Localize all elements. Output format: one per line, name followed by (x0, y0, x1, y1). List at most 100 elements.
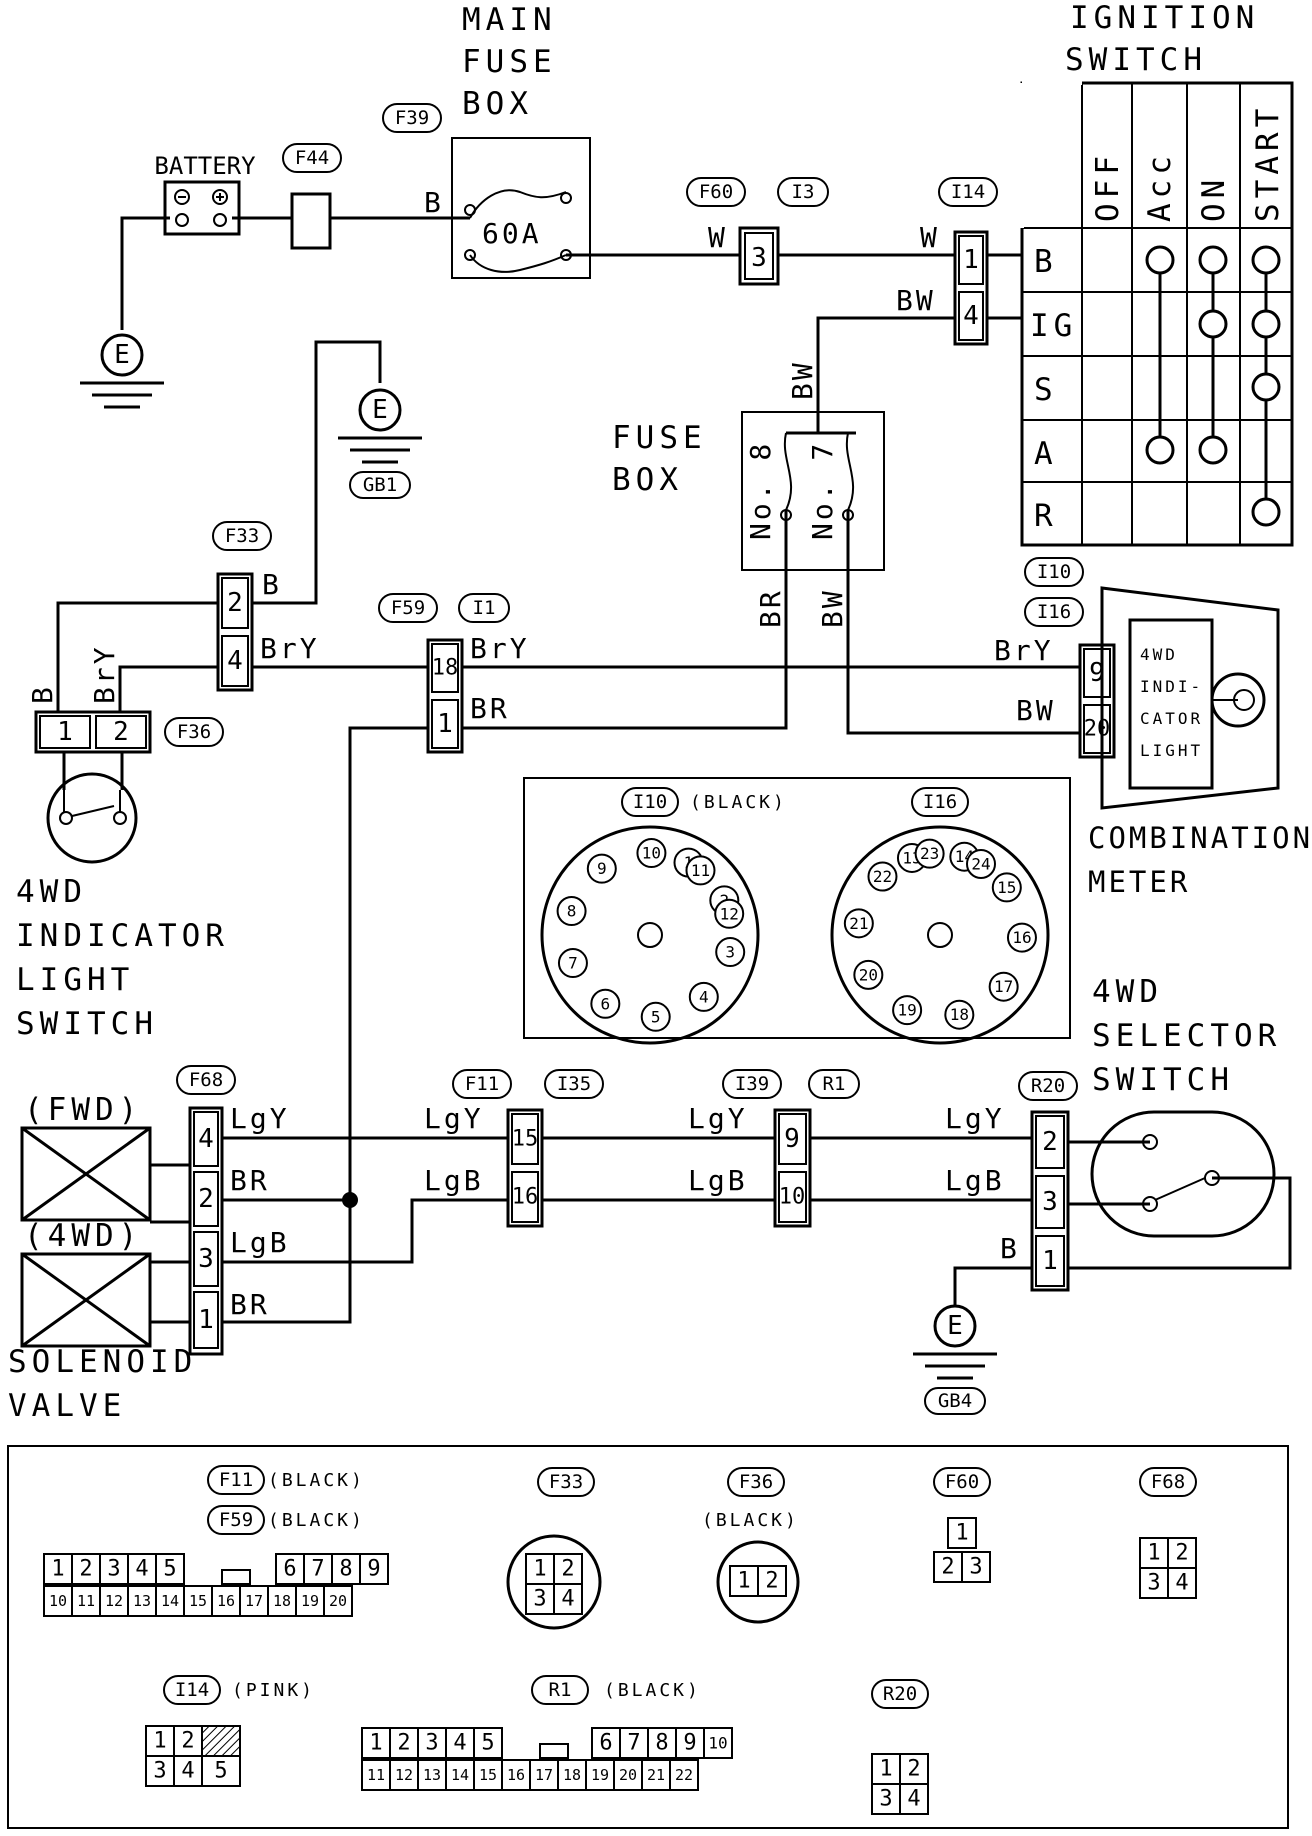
solenoid-valve: (FWD) (4WD) SOLENOID VALVE (8, 1092, 197, 1424)
svg-text:8: 8 (567, 902, 577, 921)
f33-pin-2: 2 (227, 588, 243, 618)
solenoid-4wd-label: (4WD) (24, 1218, 142, 1254)
svg-text:17: 17 (994, 977, 1013, 996)
inline-connectors: 3 1 4 2 4 1 2 18 1 9 20 4 2 3 1 15 16 9 … (34, 226, 1116, 1356)
connector-views: (BLACK) (BLACK) (BLACK) (PINK) (BLACK) F… (7, 1445, 1289, 1829)
f11-view-note: (BLACK) (268, 1470, 365, 1491)
pin-label: 3 (107, 1557, 120, 1582)
tag-view-r20: R20 (871, 1679, 929, 1709)
i10-face (540, 825, 760, 1045)
connector-f36 (34, 710, 152, 754)
pin-label: 1 (737, 1569, 750, 1594)
svg-text:F59: F59 (219, 1509, 253, 1531)
connector-f68 (188, 1106, 224, 1356)
ground-symbol: E (372, 395, 388, 425)
pin-label: 4 (135, 1557, 148, 1582)
wc-lgb-i39: LgB (688, 1164, 748, 1197)
pin-label: 4 (181, 1759, 194, 1784)
pin-label: 3 (969, 1555, 982, 1580)
f36-view-note: (BLACK) (702, 1510, 799, 1531)
svg-text:20: 20 (859, 965, 878, 984)
indicator-light-label-2: INDI- (1140, 677, 1203, 696)
pin-label: 1 (955, 1521, 968, 1546)
meter-pin: 9 (586, 853, 617, 884)
fuse-box-label-1: FUSE (612, 420, 707, 456)
ign-pos-acc: Acc (1142, 151, 1178, 222)
pin-label: 19 (591, 1766, 609, 1784)
f59-pin-1: 1 (437, 709, 453, 739)
f68-pin-4: 4 (198, 1124, 214, 1154)
fuse-box-label-2: BOX (612, 462, 683, 498)
pin-label: 12 (105, 1592, 123, 1610)
indicator-light-label-1: 4WD (1140, 645, 1178, 664)
pin-label: 18 (563, 1766, 581, 1784)
wc-br-f68-2: BR (230, 1164, 270, 1197)
ignition-grid (1020, 81, 1294, 547)
svg-text:6: 6 (601, 994, 611, 1013)
ground-tag: GB1 (363, 474, 397, 496)
ground-tag: GB4 (938, 1390, 972, 1412)
tag-i35: I35 (544, 1069, 604, 1099)
solenoid-fwd-label: (FWD) (24, 1092, 142, 1128)
pin-label: 4 (561, 1587, 574, 1612)
svg-text:24: 24 (971, 854, 990, 873)
pin-label: 4 (1175, 1571, 1188, 1596)
connector-f59 (426, 638, 464, 754)
meter-pin: 24 (966, 848, 996, 879)
ign-term-ig: IG (1030, 308, 1077, 344)
r20-pin-3: 3 (1042, 1187, 1058, 1217)
svg-text:F11: F11 (465, 1073, 499, 1095)
pin-label: 2 (181, 1729, 194, 1754)
indicator-switch-body (46, 772, 138, 864)
ign-term-a: A (1034, 436, 1058, 472)
meter-pin: 16 (1006, 922, 1037, 953)
fuse-no7-link (845, 432, 855, 511)
pin-label: 9 (683, 1731, 696, 1756)
ign-term-b: B (1034, 244, 1058, 280)
svg-text:I39: I39 (735, 1073, 769, 1095)
pin-label: 2 (1175, 1541, 1188, 1566)
meter-label-2: METER (1088, 865, 1190, 899)
pin-label: 3 (1147, 1571, 1160, 1596)
i14-view-note: (PINK) (232, 1680, 315, 1701)
connector-meter (1078, 643, 1116, 759)
ign-term-r: R (1034, 498, 1058, 534)
solenoid-4wd-box (20, 1252, 152, 1348)
main-fuse-box: MAIN FUSE BOX 60A (451, 2, 591, 279)
pin-label: 1 (879, 1757, 892, 1782)
main-fuse-label-1: MAIN (462, 2, 557, 38)
ignition-switch: IGNITION SWITCH OFF Acc ON START B IG S … (1020, 0, 1294, 547)
connector-r20 (1030, 1110, 1070, 1292)
svg-text:10: 10 (642, 844, 661, 863)
svg-text:I1: I1 (473, 597, 496, 619)
svg-text:3: 3 (725, 943, 735, 962)
pin-label: 11 (77, 1592, 95, 1610)
battery-label: BATTERY (154, 152, 256, 180)
wire-bw-fuse7-meter (846, 510, 1080, 735)
solenoid-label-1: SOLENOID (8, 1344, 197, 1380)
indicator-switch-label-1: 4WD (16, 874, 87, 910)
pin-label: 20 (619, 1766, 637, 1784)
pin-label: 3 (879, 1787, 892, 1812)
tag-view-f33: F33 (537, 1467, 595, 1497)
meter-pin: 6 (590, 988, 621, 1019)
blanked-cavity (201, 1725, 241, 1757)
meter-pin: 3 (715, 937, 746, 968)
meter-pin: 17 (988, 971, 1019, 1002)
wc-bry-meter: BrY (994, 634, 1054, 667)
svg-text:F44: F44 (295, 147, 329, 169)
wire-bw-i14-fusebox (816, 316, 955, 433)
pin-label: 16 (507, 1766, 525, 1784)
fuse-no8-link (783, 432, 793, 511)
meter-pin: 21 (843, 908, 874, 939)
f59-pin-18: 18 (432, 656, 459, 681)
fuse-box-outline (741, 411, 885, 571)
svg-text:19: 19 (897, 1001, 916, 1020)
meter-pin: 23 (914, 838, 945, 869)
tag-i16: I16 (1024, 597, 1084, 627)
